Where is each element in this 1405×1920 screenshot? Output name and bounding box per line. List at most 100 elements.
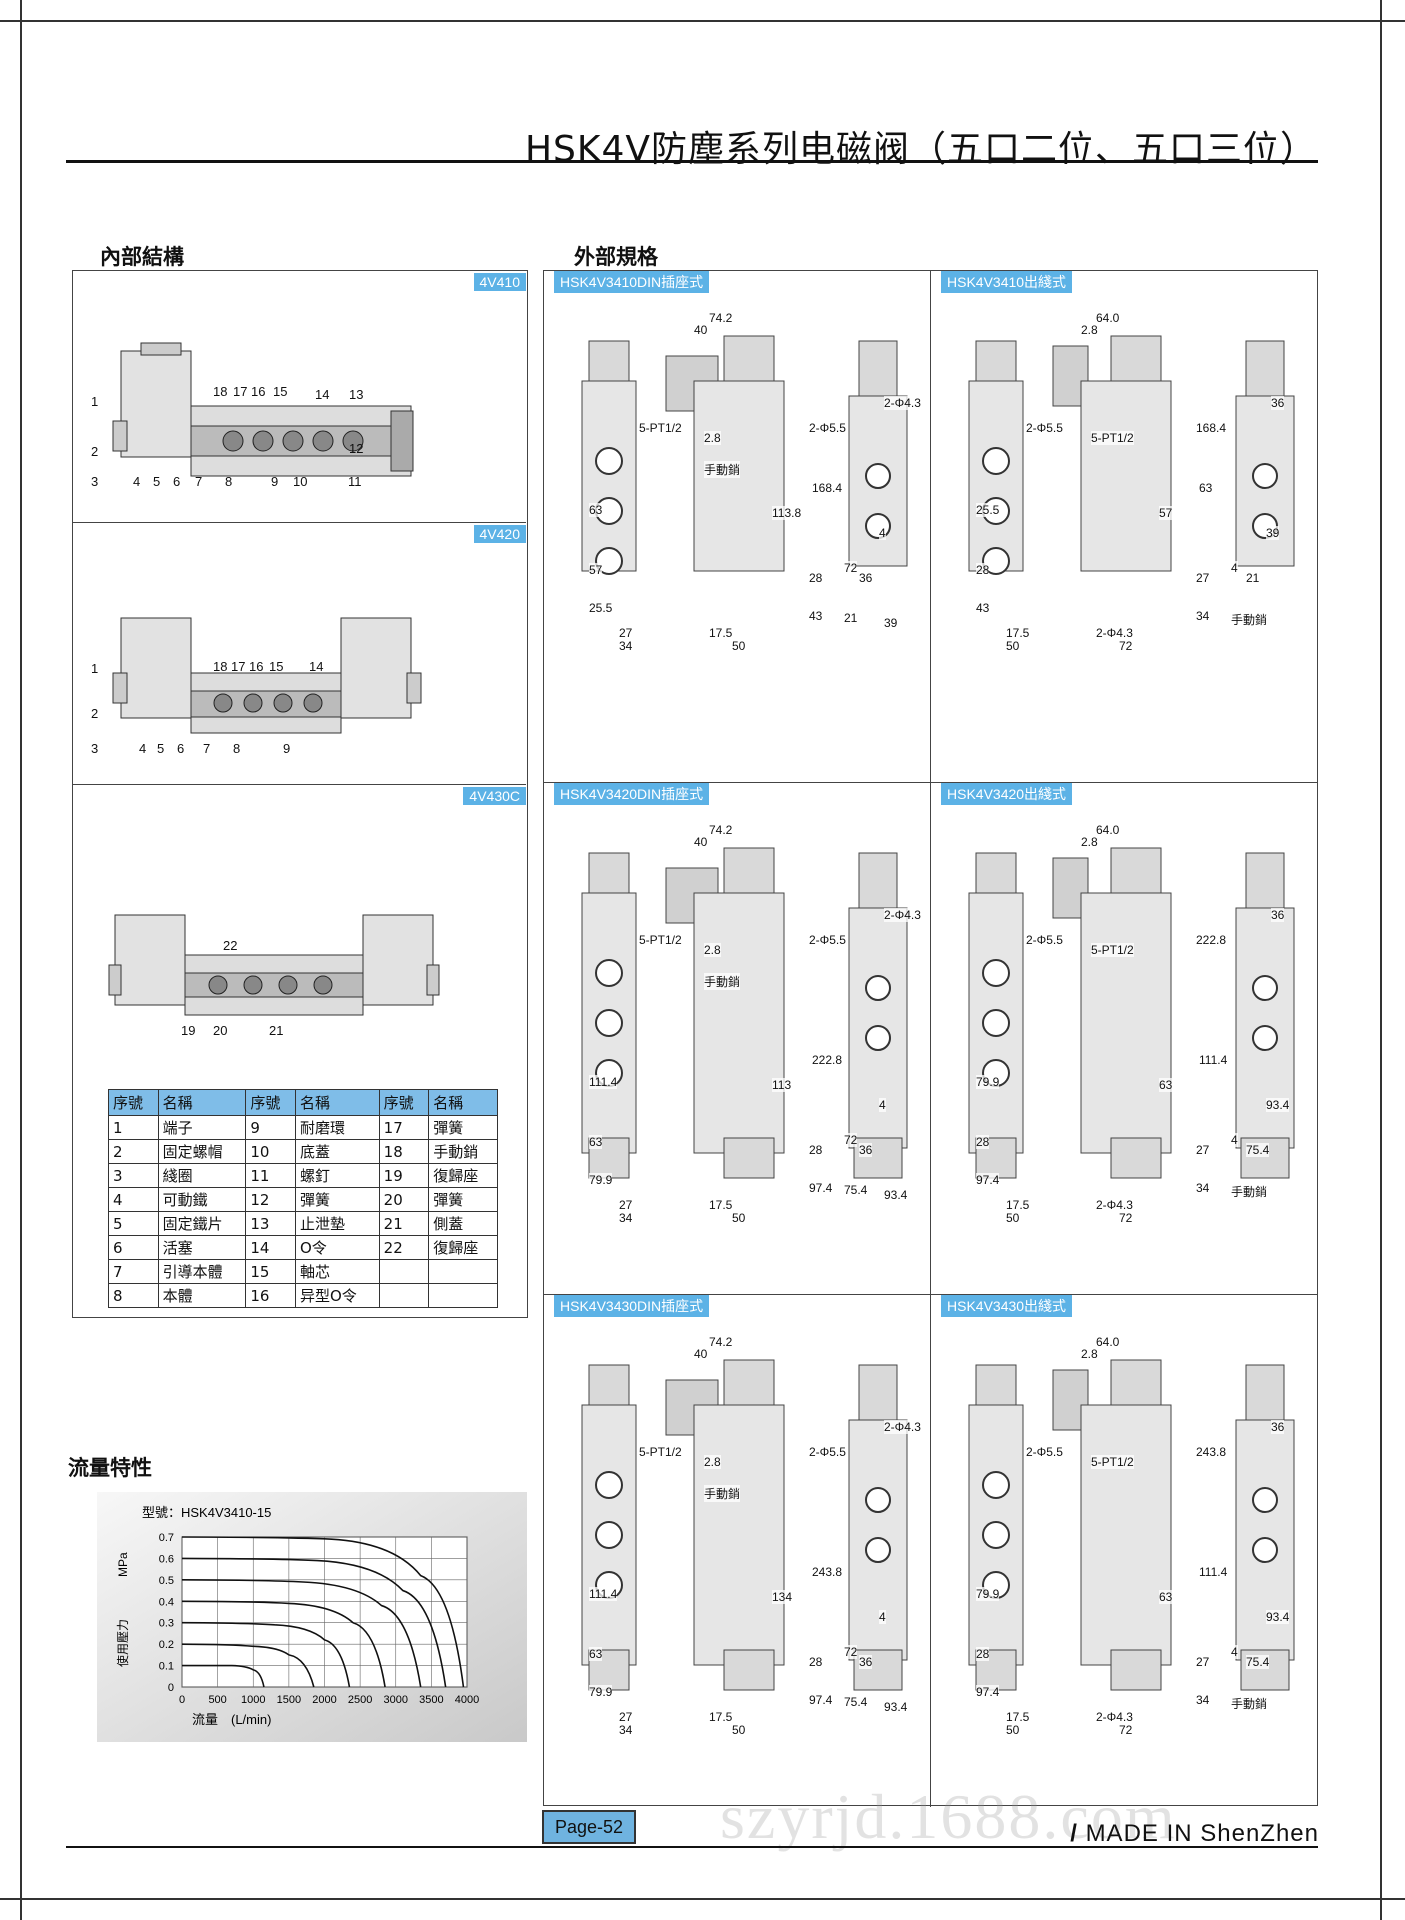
header-name-1: 名稱 — [157, 1089, 247, 1116]
dimension-label: 222.8 — [1196, 933, 1227, 947]
dimension-label: 64.0 — [1096, 311, 1120, 325]
dimension-label: 2-Φ4.3 — [884, 908, 921, 922]
external-spec-tag: HSK4V3410出綫式 — [941, 271, 1073, 293]
dimension-label: 111.4 — [1199, 1565, 1228, 1579]
coil-side-right — [1245, 340, 1285, 397]
coil-bottom-center — [1110, 1137, 1162, 1179]
dimension-label: 222.8 — [812, 1053, 843, 1067]
frame-bottom — [0, 1898, 1405, 1900]
parts-table-cell: 本體 — [157, 1283, 247, 1308]
pressure-curve — [181, 1600, 386, 1688]
valve-body-center — [693, 1404, 785, 1666]
header-no-2: 序號 — [245, 1089, 296, 1116]
dimension-label: 2-Φ4.3 — [884, 396, 921, 410]
parts-table-cell: 活塞 — [157, 1235, 247, 1260]
parts-table-cell: 底蓋 — [294, 1139, 380, 1164]
dimension-label: 2.8 — [704, 943, 721, 957]
coil-side-right — [858, 852, 898, 909]
pressure-curve — [181, 1579, 422, 1688]
section-internal-label: 內部結構 — [100, 245, 184, 269]
parts-table-cell: 端子 — [157, 1115, 247, 1140]
dimension-label: 40 — [694, 323, 708, 337]
y-tick-label: 0 — [168, 1682, 174, 1694]
svg-text:18: 18 — [213, 384, 227, 399]
dimension-label: 39 — [1266, 526, 1280, 540]
dimension-label: 34 — [619, 1211, 633, 1225]
valve-outline-drawing — [968, 335, 1295, 575]
port-circle — [595, 547, 623, 575]
pressure-curve — [181, 1557, 447, 1688]
coil-top-center — [1110, 1359, 1162, 1406]
dimension-label: 64.0 — [1096, 1335, 1120, 1349]
coil-side-right — [858, 1364, 898, 1421]
dimension-label: 17.5 — [1006, 1710, 1030, 1724]
made-in-label: / MADE IN ShenZhen — [1070, 1820, 1319, 1848]
svg-text:15: 15 — [273, 384, 287, 399]
coil-top-center — [723, 1359, 775, 1406]
dimension-label: 93.4 — [1266, 1098, 1290, 1112]
parts-table-cell: 止泄墊 — [294, 1211, 380, 1236]
coil-side-right — [1245, 852, 1285, 909]
dimension-label: 34 — [619, 639, 633, 653]
parts-table-cell: 復歸座 — [428, 1163, 498, 1188]
parts-table-cell: 2 — [108, 1139, 159, 1164]
port-circle — [982, 447, 1010, 475]
svg-text:9: 9 — [283, 741, 290, 756]
made-in-text: MADE IN ShenZhen — [1085, 1820, 1319, 1847]
port-circle — [595, 1521, 623, 1549]
dimension-label: 168.4 — [812, 481, 843, 495]
parts-table-cell: 1 — [108, 1115, 159, 1140]
svg-text:8: 8 — [225, 474, 232, 489]
dimension-label: 36 — [1271, 908, 1285, 922]
dimension-label: 97.4 — [976, 1173, 1000, 1187]
y-tick-label: 0.2 — [159, 1639, 174, 1651]
coil-side-right — [858, 340, 898, 397]
parts-table-cell: 引導本體 — [157, 1259, 247, 1284]
dimension-label: 2-Φ4.3 — [884, 1420, 921, 1434]
parts-table-cell: 17 — [378, 1115, 430, 1140]
dimension-label: 50 — [1006, 1211, 1020, 1225]
port-circle — [1252, 1537, 1278, 1563]
coil-top-center — [723, 335, 775, 382]
dimension-label: 72 — [844, 1645, 858, 1659]
dimension-label: 168.4 — [1196, 421, 1227, 435]
svg-text:16: 16 — [249, 659, 263, 674]
dimension-label: 2-Φ5.5 — [809, 933, 846, 947]
header-name-2: 名稱 — [294, 1089, 380, 1116]
dimension-label: 75.4 — [1246, 1655, 1270, 1669]
dimension-label: 25.5 — [976, 503, 1000, 517]
dimension-label: 40 — [694, 835, 708, 849]
dimension-label: 50 — [732, 1211, 746, 1225]
dimension-label: 17.5 — [709, 1198, 733, 1212]
parts-table-cell: 側蓋 — [428, 1211, 498, 1236]
dimension-label: 5-PT1/2 — [639, 1445, 682, 1459]
dimension-label: 2-Φ4.3 — [1096, 626, 1133, 640]
dimension-label: 97.4 — [976, 1685, 1000, 1699]
coil-top-left — [975, 852, 1017, 894]
dimension-label: 34 — [1196, 1693, 1210, 1707]
coil-bottom-left — [975, 1137, 1017, 1179]
frame-left — [20, 0, 22, 1920]
dimension-label: 5-PT1/2 — [639, 933, 682, 947]
dimension-label: 手動銷 — [1231, 1695, 1268, 1712]
dimension-label: 93.4 — [884, 1188, 908, 1202]
dimension-label: 5-PT1/2 — [1091, 1455, 1134, 1469]
parts-table-cell: 18 — [378, 1139, 430, 1164]
dimension-label: 28 — [976, 563, 990, 577]
port-circle — [982, 959, 1010, 987]
parts-table-cell — [378, 1283, 430, 1308]
dimension-label: 134 — [772, 1590, 793, 1604]
tag-4v410: 4V410 — [473, 273, 526, 291]
parts-table-cell: 15 — [245, 1259, 296, 1284]
svg-text:10: 10 — [293, 474, 307, 489]
port-circle — [595, 959, 623, 987]
header-no-1: 序號 — [108, 1089, 159, 1116]
svg-text:5: 5 — [157, 741, 164, 756]
dimension-label: 75.4 — [844, 1183, 868, 1197]
dimension-label: 21 — [844, 611, 858, 625]
dimension-label: 2-Φ5.5 — [1026, 1445, 1063, 1459]
